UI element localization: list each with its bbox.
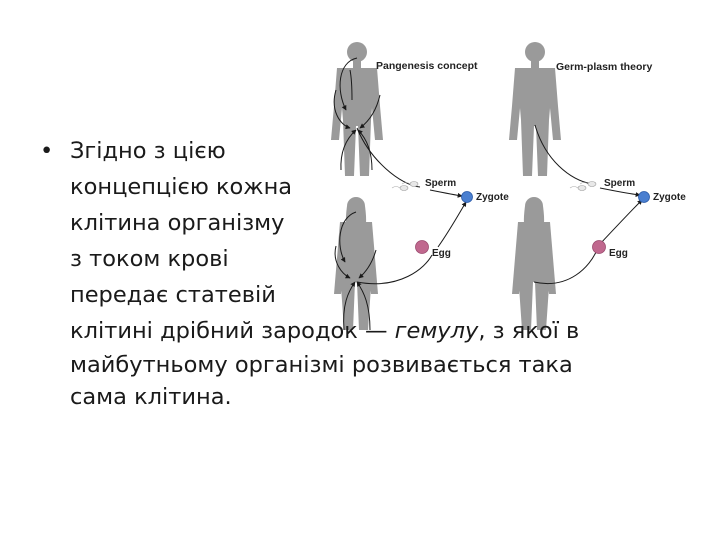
sperm-icon-germplasm	[569, 181, 597, 191]
bullet-line-6: клітині дрібний зародок — гемулу, з якої…	[70, 318, 580, 344]
bullet-line-7: майбутньому організмі розвивається така	[70, 352, 573, 378]
germplasm-gamete-paths	[533, 124, 643, 284]
bullet-line-1: •Згідно з цією	[40, 133, 680, 169]
gemmule-term: гемулу	[394, 318, 479, 344]
pangenesis-female-arrows	[334, 211, 377, 331]
sperm-label-germplasm: Sperm	[604, 178, 635, 189]
zygote-icon-pangenesis	[461, 191, 473, 203]
germplasm-title: Germ-plasm theory	[556, 61, 652, 73]
egg-label-pangenesis: Egg	[432, 248, 451, 259]
bullet-line-3: клітина організму	[70, 210, 285, 236]
zygote-label-germplasm: Zygote	[653, 192, 686, 203]
bullet-line-8: сама клітина.	[70, 384, 232, 410]
sperm-label-pangenesis: Sperm	[425, 178, 456, 189]
bullet-paragraph: •Згідно з цією концепцією кожна клітина …	[40, 133, 680, 413]
pangenesis-male-arrows	[333, 57, 381, 171]
bullet-line-5: передає статевій	[70, 282, 276, 308]
bullet-line-4: з током крові	[70, 246, 229, 272]
egg-label-germplasm: Egg	[609, 248, 628, 259]
zygote-label-pangenesis: Zygote	[476, 192, 509, 203]
sperm-icon-pangenesis	[391, 181, 419, 191]
bullet-line-2: концепцією кожна	[70, 174, 293, 200]
egg-icon-germplasm	[592, 240, 606, 254]
zygote-icon-germplasm	[638, 191, 650, 203]
bullet-symbol: •	[40, 138, 54, 164]
egg-icon-pangenesis	[415, 240, 429, 254]
pangenesis-title: Pangenesis concept	[376, 60, 478, 72]
